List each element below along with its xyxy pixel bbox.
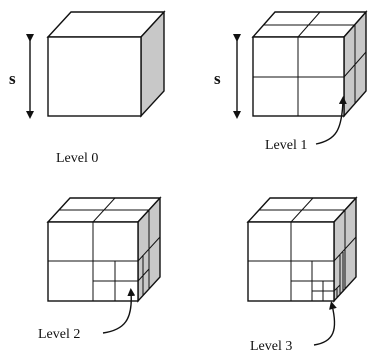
size-label-right: s [214,69,221,88]
size-indicator-level-0: s [9,34,34,119]
level-3-label: Level 3 [250,339,292,354]
size-indicator-level-1: s [214,34,241,119]
level-1-label: Level 1 [265,138,307,153]
level-1-pointer-arrow [315,96,347,145]
level-2-pointer-arrow [102,288,136,334]
level-2-cube [46,196,162,303]
level-3-cube [246,196,358,303]
level-0-label: Level 0 [56,151,98,166]
level-2-label: Level 2 [38,327,80,342]
level-1-cube [251,10,368,118]
size-label: s [9,69,16,88]
level-0-cube [46,10,166,118]
level-3-pointer-arrow [313,301,337,346]
